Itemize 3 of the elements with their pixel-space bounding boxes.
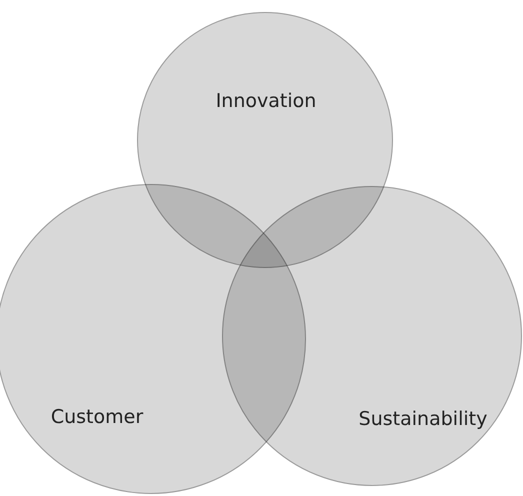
- circle-label: Customer: [50, 405, 144, 430]
- circle-label: Innovation: [216, 89, 316, 114]
- circle-label: Sustainability: [358, 407, 488, 432]
